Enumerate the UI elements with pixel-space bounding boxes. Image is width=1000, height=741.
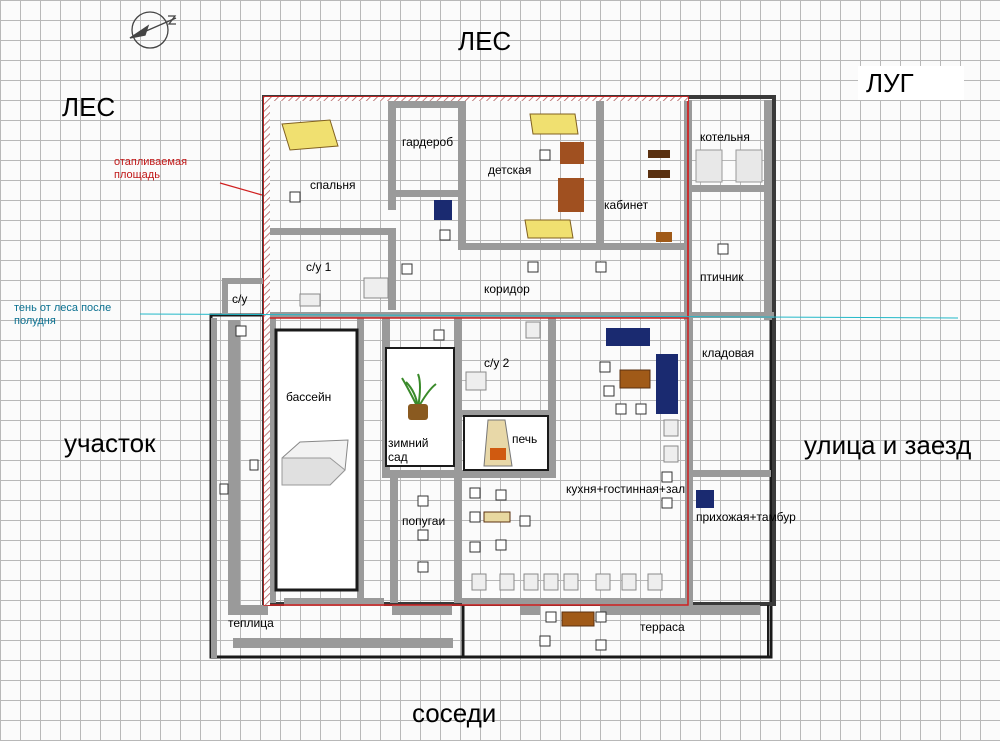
annotation-arrow — [219, 182, 263, 196]
room-winter-garden: зимний сад — [388, 436, 429, 464]
room-kitchen-living: кухня+гостинная+зал — [566, 482, 686, 496]
room-bathroom-2: с/у 2 — [484, 356, 510, 370]
room-kids: детская — [488, 163, 532, 177]
bed-icon — [281, 113, 579, 239]
room-bedroom: спальня — [310, 178, 356, 192]
bathtub-icon — [281, 439, 349, 486]
room-hallway: прихожая+тамбур — [696, 510, 796, 524]
room-wardrobe: гардероб — [402, 135, 454, 149]
plant-icon — [401, 373, 437, 420]
room-stove: печь — [512, 432, 538, 446]
label-plot: участок — [64, 428, 156, 458]
stove — [463, 415, 549, 471]
kitchen-appliance-icon — [299, 277, 679, 591]
boiler-icon — [695, 149, 763, 183]
room-greenhouse: теплица — [228, 616, 274, 630]
room-parrots: попугаи — [402, 514, 446, 528]
room-study: кабинет — [604, 198, 649, 212]
room-pool: бассейн — [286, 390, 332, 404]
room-boiler: котельня — [700, 130, 750, 144]
pool — [274, 328, 359, 592]
fireplace-icon — [483, 419, 513, 467]
label-neighbors: соседи — [412, 698, 497, 728]
sofa-icon — [434, 200, 714, 508]
heated-area-note: отапливаемая площадь — [114, 156, 188, 181]
label-street: улица и заезд — [804, 430, 972, 460]
room-corridor: коридор — [484, 282, 530, 296]
forest-shadow-note: тень от леса после полудня — [14, 302, 112, 327]
forest-shadow-line — [139, 313, 959, 319]
room-pantry: кладовая — [702, 346, 755, 360]
label-meadow: ЛУГ — [866, 68, 914, 98]
table-icon — [483, 369, 651, 627]
meadow-label-background — [858, 66, 964, 100]
desk-icon — [648, 150, 672, 242]
label-northwest-forest: ЛЕС — [62, 92, 116, 122]
room-terrace: терраса — [640, 620, 685, 634]
room-bird: птичник — [700, 270, 744, 284]
hatched-walls — [264, 97, 688, 605]
label-north-forest: ЛЕС — [458, 26, 512, 56]
room-wc: с/у — [232, 292, 248, 306]
winter-garden — [385, 347, 455, 467]
kids-furniture-icon — [558, 142, 584, 212]
fixture-icon — [219, 149, 729, 651]
room-bathroom-1: с/у 1 — [306, 260, 332, 274]
compass-icon — [129, 11, 177, 49]
